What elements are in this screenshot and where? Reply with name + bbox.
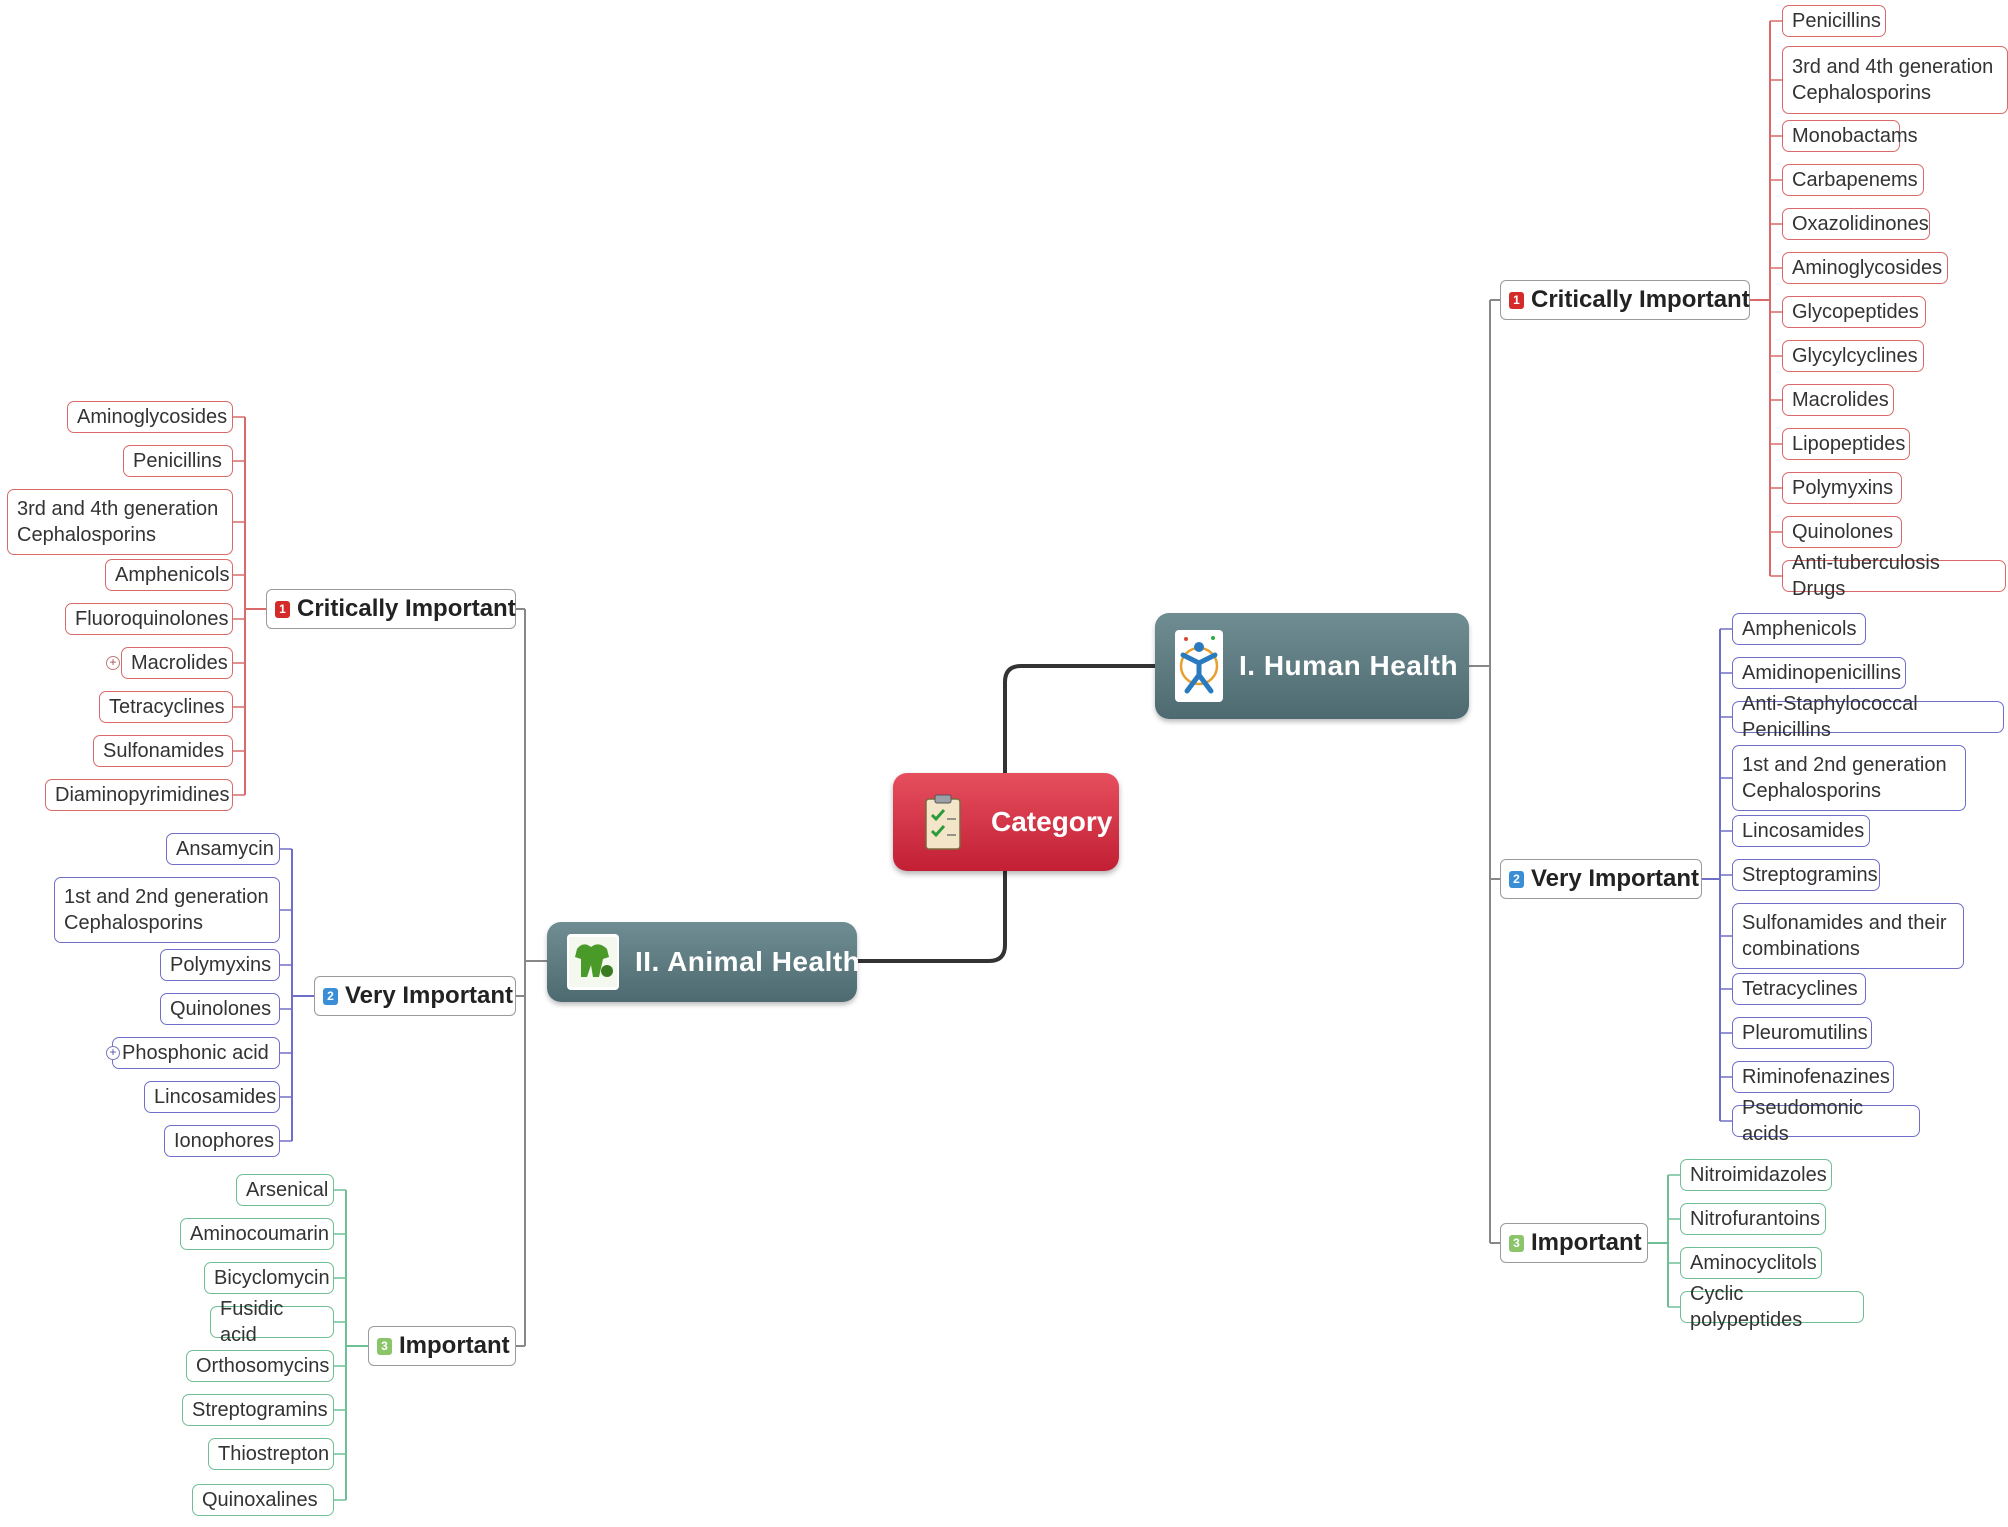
- priority-badge-icon: 2: [323, 987, 338, 1005]
- leaf-anti-tuberculosis-drugs[interactable]: Anti-tuberculosis Drugs: [1782, 552, 2006, 600]
- leaf-amphenicols[interactable]: Amphenicols: [1732, 613, 1866, 645]
- leaf-oxazolidinones[interactable]: Oxazolidinones: [1782, 208, 1930, 240]
- category-label: Very Important: [345, 982, 514, 1009]
- leaf-aminoglycosides[interactable]: Aminoglycosides: [67, 401, 233, 433]
- branch-animal-health[interactable]: II. Animal Health: [547, 922, 861, 1002]
- category-label: Important: [1531, 1229, 1642, 1256]
- leaf-1st-and-2nd-generation-cephalosporins[interactable]: 1st and 2nd generation Cephalosporins: [1732, 745, 1966, 811]
- category-important[interactable]: 3 Important: [1500, 1223, 1648, 1263]
- leaf-macrolides[interactable]: Macrolides: [1782, 384, 1894, 416]
- priority-badge-icon: 1: [275, 600, 290, 618]
- category-label: Important: [399, 1332, 510, 1359]
- leaf-lincosamides[interactable]: Lincosamides: [144, 1081, 280, 1113]
- connector: [1003, 664, 1155, 773]
- leaf-phosphonic-acid[interactable]: Phosphonic acid: [112, 1037, 280, 1069]
- leaf-ansamycin[interactable]: Ansamycin: [166, 833, 280, 865]
- leaf-pleuromutilins[interactable]: Pleuromutilins: [1732, 1017, 1872, 1049]
- leaf-macrolides[interactable]: Macrolides: [121, 647, 233, 679]
- category-important[interactable]: 3 Important: [368, 1326, 516, 1366]
- animals-icon: [567, 934, 619, 990]
- leaf-polymyxins[interactable]: Polymyxins: [160, 949, 280, 981]
- leaf-lincosamides[interactable]: Lincosamides: [1732, 815, 1870, 847]
- category-label: Very Important: [1531, 865, 1700, 892]
- clipboard-check-icon: [925, 794, 961, 850]
- leaf-bicyclomycin[interactable]: Bicyclomycin: [204, 1262, 334, 1294]
- leaf-fluoroquinolones[interactable]: Fluoroquinolones: [65, 603, 233, 635]
- leaf-amidinopenicillins[interactable]: Amidinopenicillins: [1732, 657, 1906, 689]
- leaf-penicillins[interactable]: Penicillins: [1782, 5, 1886, 37]
- branch-human-health[interactable]: I. Human Health: [1155, 613, 1469, 719]
- leaf-lipopeptides[interactable]: Lipopeptides: [1782, 428, 1910, 460]
- leaf-thiostrepton[interactable]: Thiostrepton: [208, 1438, 334, 1470]
- leaf-pseudomonic-acids[interactable]: Pseudomonic acids: [1732, 1097, 1920, 1145]
- category-label: Critically Important: [1531, 286, 1750, 313]
- leaf-aminoglycosides[interactable]: Aminoglycosides: [1782, 252, 1948, 284]
- leaf-nitrofurantoins[interactable]: Nitrofurantoins: [1680, 1203, 1826, 1235]
- leaf-quinolones[interactable]: Quinolones: [160, 993, 280, 1025]
- priority-badge-icon: 2: [1509, 870, 1524, 888]
- expand-toggle-icon[interactable]: +: [106, 1046, 120, 1060]
- leaf-sulfonamides[interactable]: Sulfonamides: [93, 735, 233, 767]
- leaf-cyclic-polypeptides[interactable]: Cyclic polypeptides: [1680, 1283, 1864, 1331]
- leaf-quinoxalines[interactable]: Quinoxalines: [192, 1484, 334, 1516]
- branch-label: II. Animal Health: [635, 946, 861, 977]
- category-very-important[interactable]: 2 Very Important: [1500, 859, 1702, 899]
- human-figure-icon: [1175, 630, 1223, 702]
- leaf-glycylcyclines[interactable]: Glycylcyclines: [1782, 340, 1924, 372]
- leaf-nitroimidazoles[interactable]: Nitroimidazoles: [1680, 1159, 1832, 1191]
- leaf-aminocoumarin[interactable]: Aminocoumarin: [180, 1218, 334, 1250]
- leaf-amphenicols[interactable]: Amphenicols: [105, 559, 233, 591]
- leaf-orthosomycins[interactable]: Orthosomycins: [186, 1350, 334, 1382]
- leaf-tetracyclines[interactable]: Tetracyclines: [99, 691, 233, 723]
- leaf-1st-and-2nd-generation-cephalosporins[interactable]: 1st and 2nd generation Cephalosporins: [54, 877, 280, 943]
- leaf-sulfonamides-and-their-combinations[interactable]: Sulfonamides and their combinations: [1732, 903, 1964, 969]
- leaf-tetracyclines[interactable]: Tetracyclines: [1732, 973, 1866, 1005]
- leaf-3rd-and-4th-generation-cephalosporins[interactable]: 3rd and 4th generation Cephalosporins: [7, 489, 233, 555]
- leaf-riminofenazines[interactable]: Riminofenazines: [1732, 1061, 1894, 1093]
- expand-toggle-icon[interactable]: +: [106, 656, 120, 670]
- leaf-diaminopyrimidines[interactable]: Diaminopyrimidines: [45, 779, 233, 811]
- category-critically-important[interactable]: 1 Critically Important: [1500, 280, 1750, 320]
- leaf-aminocyclitols[interactable]: Aminocyclitols: [1680, 1247, 1822, 1279]
- leaf-carbapenems[interactable]: Carbapenems: [1782, 164, 1924, 196]
- leaf-arsenical[interactable]: Arsenical: [236, 1174, 334, 1206]
- root-label: Category: [991, 806, 1113, 837]
- leaf-anti-staphylococcal-penicillins[interactable]: Anti-Staphylococcal Penicillins: [1732, 693, 2004, 741]
- leaf-monobactams[interactable]: Monobactams: [1782, 120, 1918, 152]
- leaf-streptogramins[interactable]: Streptogramins: [182, 1394, 334, 1426]
- priority-badge-icon: 1: [1509, 291, 1524, 309]
- root-node[interactable]: Category: [893, 773, 1119, 871]
- connector: [857, 871, 1007, 963]
- leaf-polymyxins[interactable]: Polymyxins: [1782, 472, 1902, 504]
- priority-badge-icon: 3: [377, 1337, 392, 1355]
- leaf-penicillins[interactable]: Penicillins: [123, 445, 233, 477]
- priority-badge-icon: 3: [1509, 1234, 1524, 1252]
- leaf-quinolones[interactable]: Quinolones: [1782, 516, 1902, 548]
- category-very-important[interactable]: 2 Very Important: [314, 976, 516, 1016]
- category-label: Critically Important: [297, 595, 516, 622]
- leaf-3rd-and-4th-generation-cephalosporins[interactable]: 3rd and 4th generation Cephalosporins: [1782, 46, 2008, 114]
- branch-label: I. Human Health: [1239, 650, 1459, 681]
- category-critically-important[interactable]: 1 Critically Important: [266, 589, 516, 629]
- leaf-streptogramins[interactable]: Streptogramins: [1732, 859, 1880, 891]
- leaf-fusidic-acid[interactable]: Fusidic acid: [210, 1298, 334, 1346]
- leaf-glycopeptides[interactable]: Glycopeptides: [1782, 296, 1926, 328]
- leaf-ionophores[interactable]: Ionophores: [164, 1125, 280, 1157]
